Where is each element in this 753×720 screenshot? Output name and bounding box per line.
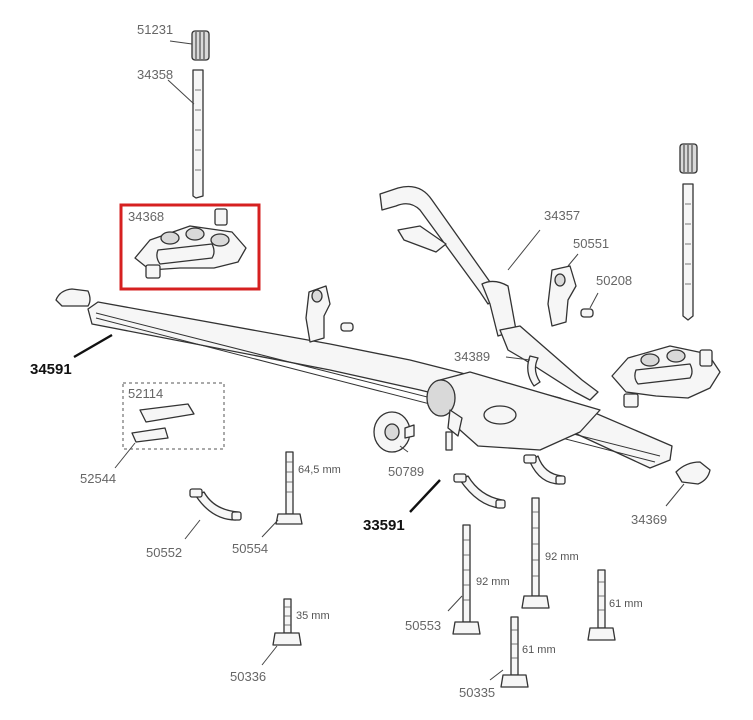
dashed-box-52114: [122, 382, 225, 450]
label-34389: 34389: [454, 349, 490, 364]
knob-51231: [191, 30, 210, 61]
bolt-61mm-right: [587, 569, 616, 641]
label-50552: 50552: [146, 545, 182, 560]
bolt-50335: [500, 616, 529, 688]
bracket-middle: [305, 285, 354, 343]
label-52114: 52114: [128, 386, 163, 401]
frame-arm-34357: [379, 185, 599, 401]
bolt-50554: [275, 451, 303, 525]
rod-34358: [192, 69, 204, 199]
dim-50553: 92 mm: [476, 576, 510, 588]
dim-50554: 64,5 mm: [298, 464, 341, 476]
knob-right: [679, 143, 698, 174]
label-51231: 51231: [137, 22, 173, 37]
bracket-right: [523, 454, 566, 485]
label-50208: 50208: [596, 273, 632, 288]
label-50335: 50335: [459, 685, 495, 700]
bolt-92mm-right: [521, 497, 550, 609]
label-34357: 34357: [544, 208, 580, 223]
clip-34389: [527, 355, 541, 387]
clamp-33591: [426, 371, 601, 451]
label-50553: 50553: [405, 618, 441, 633]
label-50789: 50789: [388, 464, 424, 479]
dim-92mm-right: 92 mm: [545, 551, 579, 563]
label-34369: 34369: [631, 512, 667, 527]
label-50551: 50551: [573, 236, 609, 251]
dim-61mm-right: 61 mm: [609, 598, 643, 610]
label-34368: 34368: [128, 209, 164, 224]
rod-right: [682, 183, 694, 321]
label-50554: 50554: [232, 541, 268, 556]
bolt-50553: [452, 524, 481, 635]
label-52544: 52544: [80, 471, 116, 486]
wheel-holder-34368: [134, 208, 247, 279]
dim-50335: 61 mm: [522, 644, 556, 656]
bush-50208: [580, 308, 594, 318]
bracket-50551: [547, 265, 577, 327]
bolt-50336: [272, 598, 302, 646]
knob-50789: [373, 411, 415, 453]
bracket-50552: [189, 488, 242, 521]
pad-52114: [139, 403, 195, 423]
label-34591: 34591: [30, 361, 72, 378]
label-33591: 33591: [363, 517, 405, 534]
end-cap-34369: [675, 461, 711, 485]
highlight-box-34368: [119, 203, 261, 291]
label-50336: 50336: [230, 669, 266, 684]
dim-50336: 35 mm: [296, 610, 330, 622]
wheel-holder-right: [611, 345, 721, 408]
clip-52544: [131, 427, 169, 443]
end-cap-left: [55, 288, 91, 307]
bracket-center: [453, 473, 506, 509]
label-34358: 34358: [137, 67, 173, 82]
